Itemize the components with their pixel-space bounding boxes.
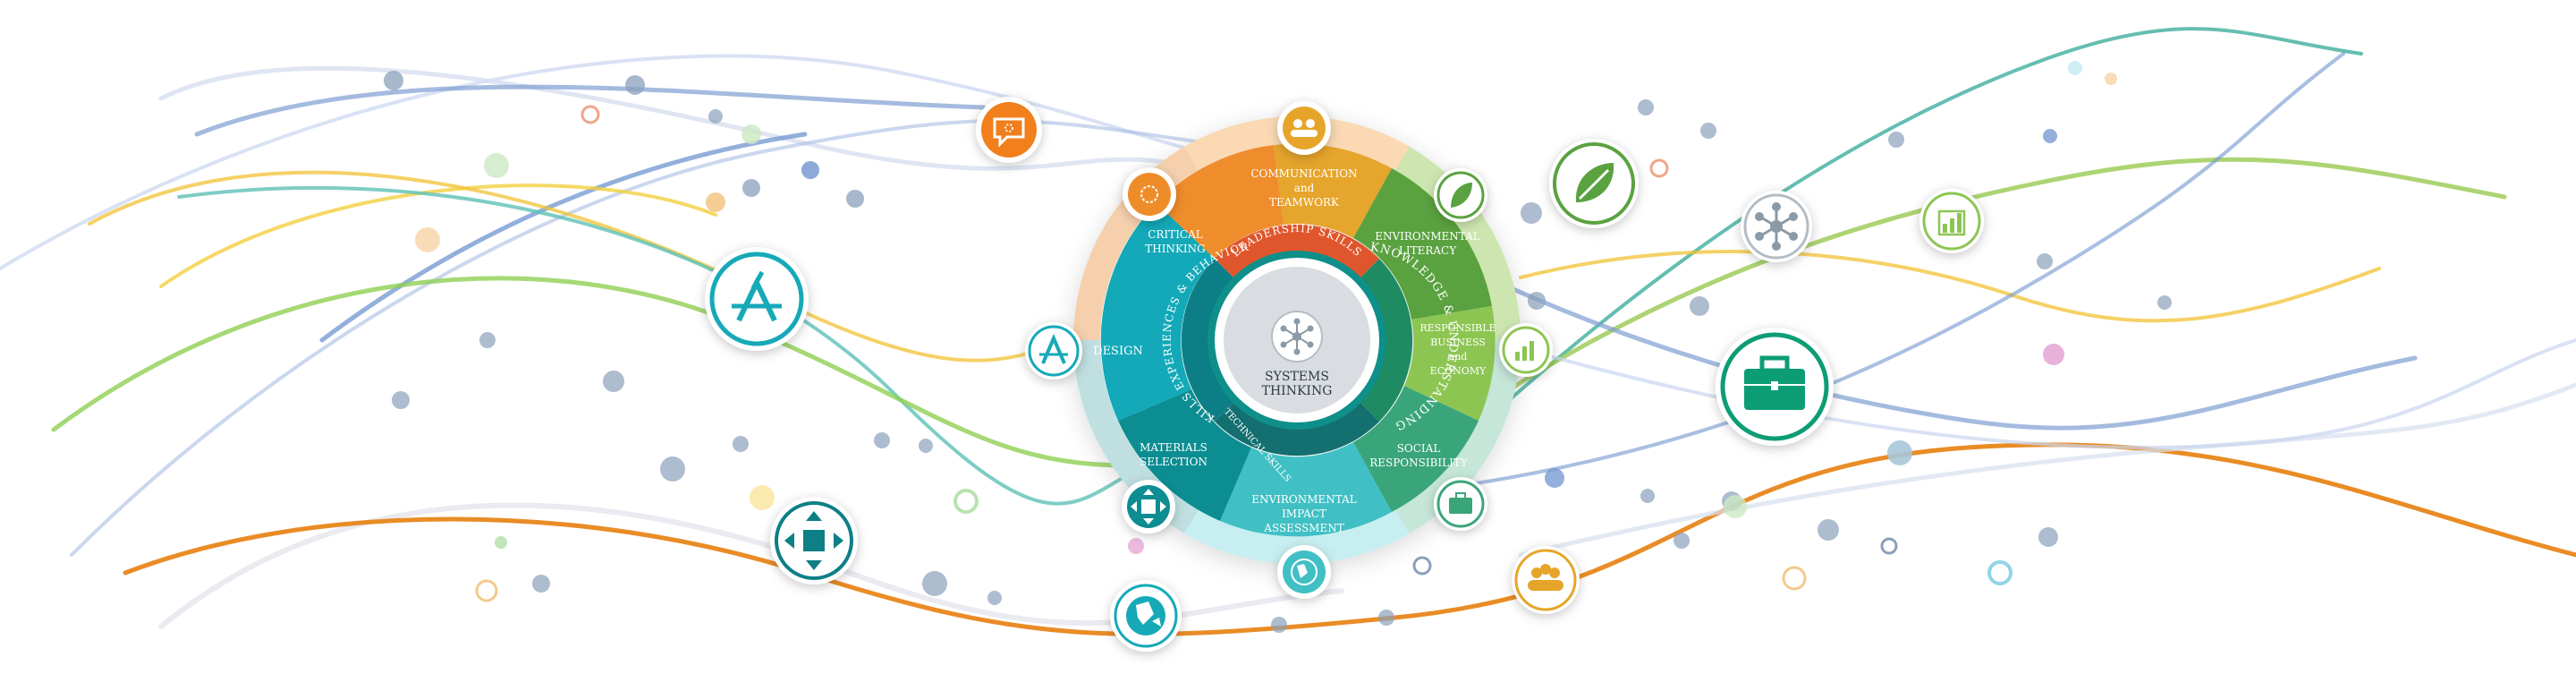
network-icon <box>1271 311 1323 363</box>
label-env-literacy-1: ENVIRONMENTAL <box>1375 230 1480 243</box>
badge-globe <box>1277 545 1331 599</box>
background-waves <box>0 27 2576 636</box>
label-resp-business-2: BUSINESS <box>1430 337 1486 348</box>
network-icon <box>1741 191 1812 262</box>
label-communication-2: and <box>1294 182 1315 194</box>
segment-environmental-literacy <box>1353 168 1492 320</box>
badge-leaf <box>1434 168 1487 222</box>
segment-communication <box>1274 143 1392 238</box>
segment-materials-selection <box>1118 389 1251 521</box>
label-env-impact-1: ENVIRONMENTAL <box>1251 493 1357 506</box>
briefcase-icon <box>1716 328 1834 446</box>
people-icon <box>1512 546 1580 614</box>
badge-app-store <box>1025 322 1082 380</box>
label-resp-business-1: RESPONSIBLE <box>1419 322 1496 334</box>
badge-chat-bubble <box>1123 167 1176 221</box>
move-arrows-icon <box>770 497 858 584</box>
label-critical-thinking-2: THINKING <box>1145 243 1206 255</box>
badge-people <box>1277 101 1331 155</box>
center-title-line2: THINKING <box>1262 384 1333 398</box>
label-materials-2: SELECTION <box>1140 456 1208 468</box>
segment-design <box>1100 203 1215 421</box>
label-communication-1: COMMUNICATION <box>1250 167 1357 180</box>
badge-briefcase <box>1434 477 1487 531</box>
label-env-impact-2: IMPACT <box>1282 508 1326 520</box>
bar-chart-icon <box>1919 189 1984 253</box>
label-resp-business-3: and <box>1449 351 1468 363</box>
chat-bubble-icon <box>976 97 1042 163</box>
label-materials-1: MATERIALS <box>1140 441 1208 454</box>
label-social-resp-1: SOCIAL <box>1397 442 1441 455</box>
label-critical-thinking-1: CRITICAL <box>1148 228 1203 241</box>
center-title-line1: SYSTEMS <box>1265 370 1329 384</box>
background-dots <box>384 61 2172 633</box>
label-design: DESIGN <box>1093 345 1143 358</box>
globe-icon <box>1110 580 1182 652</box>
segment-social-responsibility <box>1353 386 1479 512</box>
segment-responsible-business <box>1404 306 1496 421</box>
badge-move-arrows <box>1122 480 1175 533</box>
label-resp-business-4: ECONOMY <box>1430 365 1487 377</box>
badge-bar-chart <box>1499 323 1553 377</box>
label-social-resp-2: RESPONSIBILITY <box>1369 456 1469 469</box>
segment-environmental-impact <box>1220 442 1392 537</box>
segment-critical-thinking <box>1157 145 1284 259</box>
label-communication-3: TEAMWORK <box>1269 196 1340 209</box>
leaf-icon <box>1549 139 1639 228</box>
label-env-impact-3: ASSESSMENT <box>1263 522 1343 534</box>
label-env-literacy-2: LITERACY <box>1399 244 1457 257</box>
app-store-icon <box>705 247 809 351</box>
